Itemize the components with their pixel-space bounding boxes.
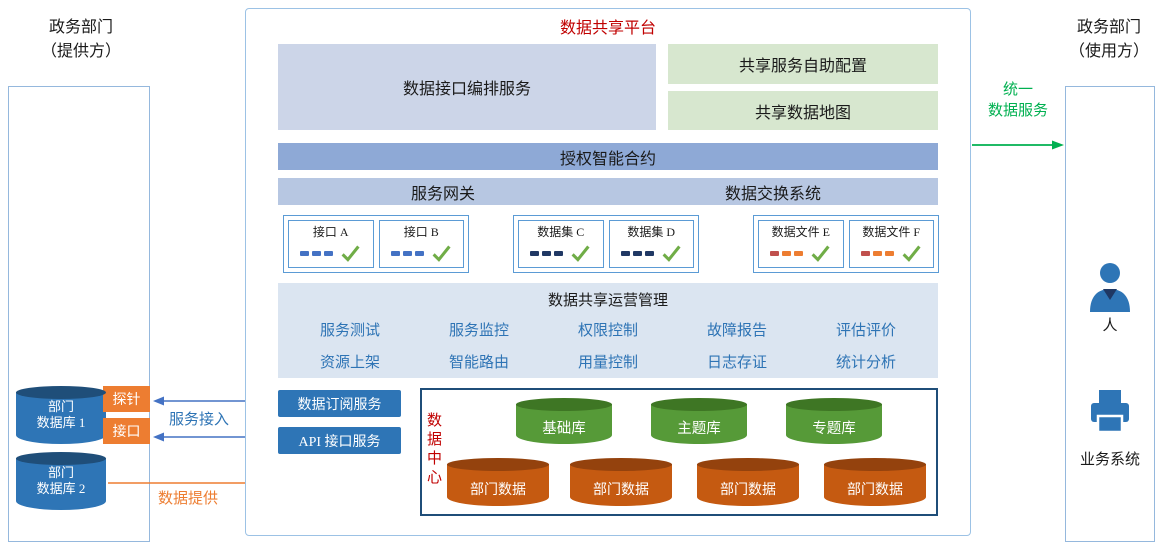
dash-icon <box>884 250 894 256</box>
dash-icon <box>554 250 564 256</box>
dept-database-1-label: 部门 数据库 1 <box>36 399 86 430</box>
cylinder-body <box>697 464 799 506</box>
cylinder-top <box>651 398 747 411</box>
orchestration-service-box: 数据接口编排服务 <box>278 44 656 130</box>
cylinder-body <box>824 464 926 506</box>
person-icon <box>1090 263 1130 312</box>
check-item-interface-b: 接口 B <box>378 220 464 268</box>
dash-icon <box>414 250 424 256</box>
cylinder-body <box>16 392 106 444</box>
check-item-datafile-f: 数据文件 F <box>848 220 934 268</box>
right-panel-title-line1: 政务部门 <box>1076 19 1141 36</box>
checkmark-icon <box>811 245 830 262</box>
service-gateway-label: 服务网关 <box>410 185 475 203</box>
check-item-dataset-c: 数据集 C <box>518 220 604 268</box>
right-panel-title: 政务部门 （使用方） <box>1050 16 1161 64</box>
ops-item: 服务测试 <box>320 323 381 339</box>
dash-icon <box>794 250 804 256</box>
dash-icon <box>782 250 792 256</box>
dash-icon <box>620 250 630 256</box>
dash-icon <box>860 250 870 256</box>
cylinder-top <box>786 398 882 411</box>
dept-database-1: 部门 数据库 1 <box>16 386 106 444</box>
smart-contract-bar: 授权智能合约 <box>278 143 938 170</box>
dash-icon <box>300 250 310 256</box>
person-label: 人 <box>1102 318 1118 334</box>
dash-icon <box>644 250 654 256</box>
cylinder-top <box>447 458 549 471</box>
dept-data-cylinder: 部门数据 <box>570 458 672 506</box>
ops-management-box: 数据共享运营管理 服务测试 服务监控 权限控制 故障报告 评估评价 资源上架 智… <box>278 283 938 378</box>
dash-icon <box>390 250 400 256</box>
ops-item: 评估评价 <box>835 323 896 339</box>
cylinder-top <box>697 458 799 471</box>
right-panel-title-line2: （使用方） <box>1068 43 1149 60</box>
ops-item: 权限控制 <box>577 323 638 339</box>
check-group-interfaces: 接口 A 接口 B <box>283 215 469 273</box>
probe-tag: 探针 <box>103 386 150 412</box>
data-subscribe-service-button: 数据订阅服务 <box>278 390 401 417</box>
cylinder-top <box>16 386 106 399</box>
ops-item: 用量控制 <box>577 355 638 371</box>
printer-icon <box>1091 390 1129 434</box>
checkmark-icon <box>341 245 360 262</box>
dash-icon <box>530 250 540 256</box>
dept-database-2-label: 部门 数据库 2 <box>36 465 86 496</box>
checkmark-icon <box>432 245 451 262</box>
dept-data-cylinder: 部门数据 <box>824 458 926 506</box>
data-provide-label: 数据提供 <box>158 491 219 507</box>
cylinder-body <box>570 464 672 506</box>
cylinder-top <box>516 398 612 411</box>
api-service-button: API 接口服务 <box>278 427 401 454</box>
ops-item: 故障报告 <box>706 323 767 339</box>
base-db-cylinder: 基础库 <box>516 398 612 444</box>
theme-db-cylinder: 主题库 <box>651 398 747 444</box>
business-system-label: 业务系统 <box>1079 452 1140 468</box>
left-panel-title-line1: 政务部门 <box>48 19 113 36</box>
cylinder-top <box>16 452 106 465</box>
ops-title: 数据共享运营管理 <box>547 293 668 309</box>
check-item-datafile-e: 数据文件 E <box>758 220 844 268</box>
data-exchange-label: 数据交换系统 <box>724 185 821 203</box>
self-config-box: 共享服务自助配置 <box>668 44 938 84</box>
data-map-box: 共享数据地图 <box>668 91 938 130</box>
cylinder-body <box>447 464 549 506</box>
ops-item: 智能路由 <box>448 355 509 371</box>
ops-item: 日志存证 <box>706 355 767 371</box>
dash-icon <box>632 250 642 256</box>
check-item-interface-a: 接口 A <box>288 220 374 268</box>
dept-database-2: 部门 数据库 2 <box>16 452 106 510</box>
unified-data-service-arrow <box>972 140 1064 150</box>
data-center-title: 数据中心 <box>426 413 442 486</box>
platform-title: 数据共享平台 <box>559 20 656 37</box>
dept-data-cylinder: 部门数据 <box>697 458 799 506</box>
dept-data-cylinder: 部门数据 <box>447 458 549 506</box>
checkmark-icon <box>571 245 590 262</box>
check-group-datafiles: 数据文件 E 数据文件 F <box>753 215 939 273</box>
cylinder-body <box>16 458 106 510</box>
ops-item: 服务监控 <box>448 323 509 339</box>
dash-icon <box>312 250 322 256</box>
gateway-exchange-bar: 服务网关 数据交换系统 <box>278 178 938 205</box>
dash-icon <box>872 250 882 256</box>
unified-data-service-label: 统一 数据服务 <box>987 82 1048 119</box>
interface-tag: 接口 <box>103 418 150 444</box>
dash-icon <box>770 250 780 256</box>
cylinder-top <box>570 458 672 471</box>
special-db-cylinder: 专题库 <box>786 398 882 444</box>
cylinder-top <box>824 458 926 471</box>
ops-item: 统计分析 <box>835 355 896 371</box>
checkmark-icon <box>902 245 921 262</box>
dash-icon <box>324 250 334 256</box>
check-item-dataset-d: 数据集 D <box>608 220 694 268</box>
ops-item: 资源上架 <box>320 355 381 371</box>
dash-icon <box>542 250 552 256</box>
left-panel-title: 政务部门 （提供方） <box>20 16 142 64</box>
left-panel-title-line2: （提供方） <box>40 43 121 60</box>
dash-icon <box>402 250 412 256</box>
check-group-datasets: 数据集 C 数据集 D <box>513 215 699 273</box>
right-panel-box <box>1065 86 1155 542</box>
service-access-label: 服务接入 <box>169 412 230 428</box>
checkmark-icon <box>662 245 681 262</box>
